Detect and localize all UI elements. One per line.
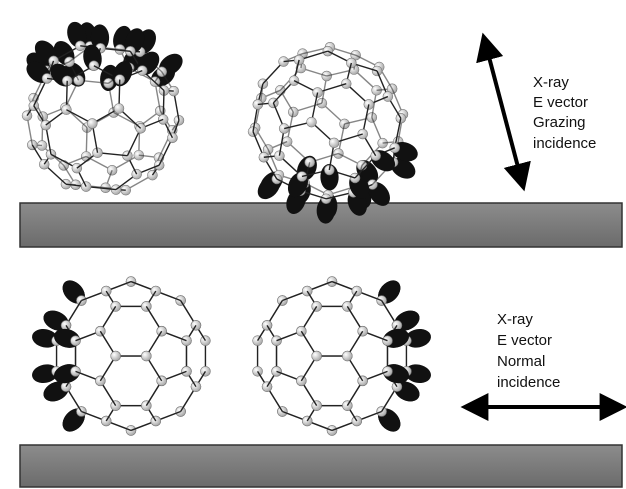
normal-label: X-ray E vector Normal incidence [497, 311, 560, 391]
carbon-atom [289, 76, 299, 86]
carbon-atom [111, 351, 121, 361]
grazing-label-line-3: Grazing [533, 114, 586, 131]
carbon-atom [307, 117, 317, 127]
normal-label-line-1: X-ray [497, 311, 533, 328]
carbon-atom [342, 351, 352, 361]
normal-label-line-2: E vector [497, 332, 552, 349]
c60-molecule-top-left [22, 19, 187, 195]
carbon-atom [383, 92, 393, 102]
carbon-atom [141, 351, 151, 361]
grazing-label-line-2: E vector [533, 94, 588, 111]
grazing-label-line-4: incidence [533, 135, 596, 152]
grazing-label: X-ray E vector Grazing incidence [533, 74, 596, 152]
carbon-atom [87, 119, 97, 129]
carbon-atom [101, 286, 111, 296]
carbon-atom [71, 366, 81, 376]
c60-molecule-bottom-left [30, 276, 210, 436]
c60-molecule-bottom-right [253, 276, 433, 436]
normal-label-line-4: incidence [497, 374, 560, 391]
normal-label-line-3: Normal [497, 353, 545, 370]
grazing-label-line-1: X-ray [533, 74, 569, 91]
substrate-bottom [20, 445, 622, 487]
double-headed-arrow-grazing [484, 38, 523, 186]
carbon-atom [71, 336, 81, 346]
carbon-atom [72, 163, 82, 173]
carbon-atom [114, 103, 124, 113]
carbon-atom [312, 351, 322, 361]
c60-molecule-top-right [248, 42, 420, 224]
carbon-atom [158, 114, 168, 124]
carbon-atom [329, 138, 339, 148]
carbon-atom [101, 416, 111, 426]
